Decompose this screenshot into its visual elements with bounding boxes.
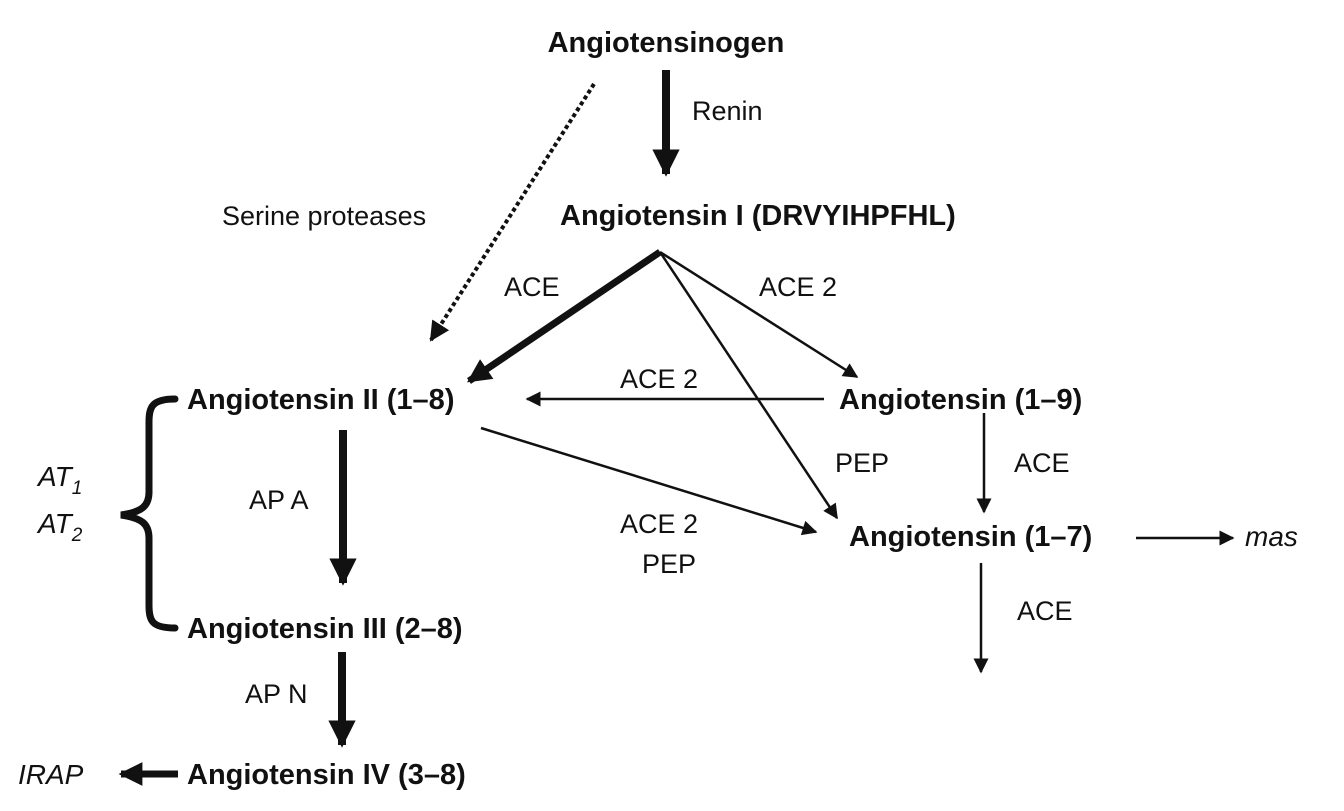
- label-ace2-ang1-ang19: ACE 2: [759, 272, 837, 302]
- arrow-ace2-pep-ang2-ang17: [480, 426, 818, 536]
- label-mas: mas: [1245, 521, 1298, 552]
- arrow-serine-proteases: [429, 82, 596, 342]
- label-at1: AT1: [36, 461, 82, 499]
- label-irap: IRAP: [18, 759, 84, 790]
- arrow-pep-ang1-ang17: [658, 251, 839, 520]
- label-serine-proteases: Serine proteases: [222, 201, 426, 231]
- node-angiotensin-1-7: Angiotensin (1–7): [849, 521, 1092, 553]
- label-ace2-ang19-ang2: ACE 2: [620, 364, 698, 394]
- label-ace-ang17: ACE: [1017, 596, 1073, 626]
- label-at2: AT2: [36, 508, 83, 546]
- label-ap-n: AP N: [245, 679, 308, 709]
- receptor-brace: [120, 395, 179, 632]
- label-ace-ang19-ang17: ACE: [1014, 448, 1070, 478]
- node-angiotensin-ii: Angiotensin II (1–8): [187, 384, 454, 416]
- node-angiotensin-1-9: Angiotensin (1–9): [839, 384, 1082, 416]
- arrow-ace-ang1-ang2: [467, 249, 662, 384]
- node-angiotensin-i: Angiotensin I (DRVYIHPFHL): [560, 200, 956, 232]
- node-angiotensin-iii: Angiotensin III (2–8): [187, 613, 463, 645]
- label-pep-ang2-ang17: PEP: [642, 549, 696, 579]
- label-renin: Renin: [692, 96, 763, 126]
- label-ace2-ang2-ang17: ACE 2: [620, 509, 698, 539]
- label-ace-ang1-ang2: ACE: [504, 272, 560, 302]
- label-ap-a: AP A: [249, 485, 309, 515]
- node-angiotensin-iv: Angiotensin IV (3–8): [187, 759, 466, 791]
- label-pep-ang1-ang17: PEP: [835, 448, 889, 478]
- node-angiotensinogen: Angiotensinogen: [548, 27, 785, 59]
- arrow-ace2-ang1-ang19: [659, 250, 859, 379]
